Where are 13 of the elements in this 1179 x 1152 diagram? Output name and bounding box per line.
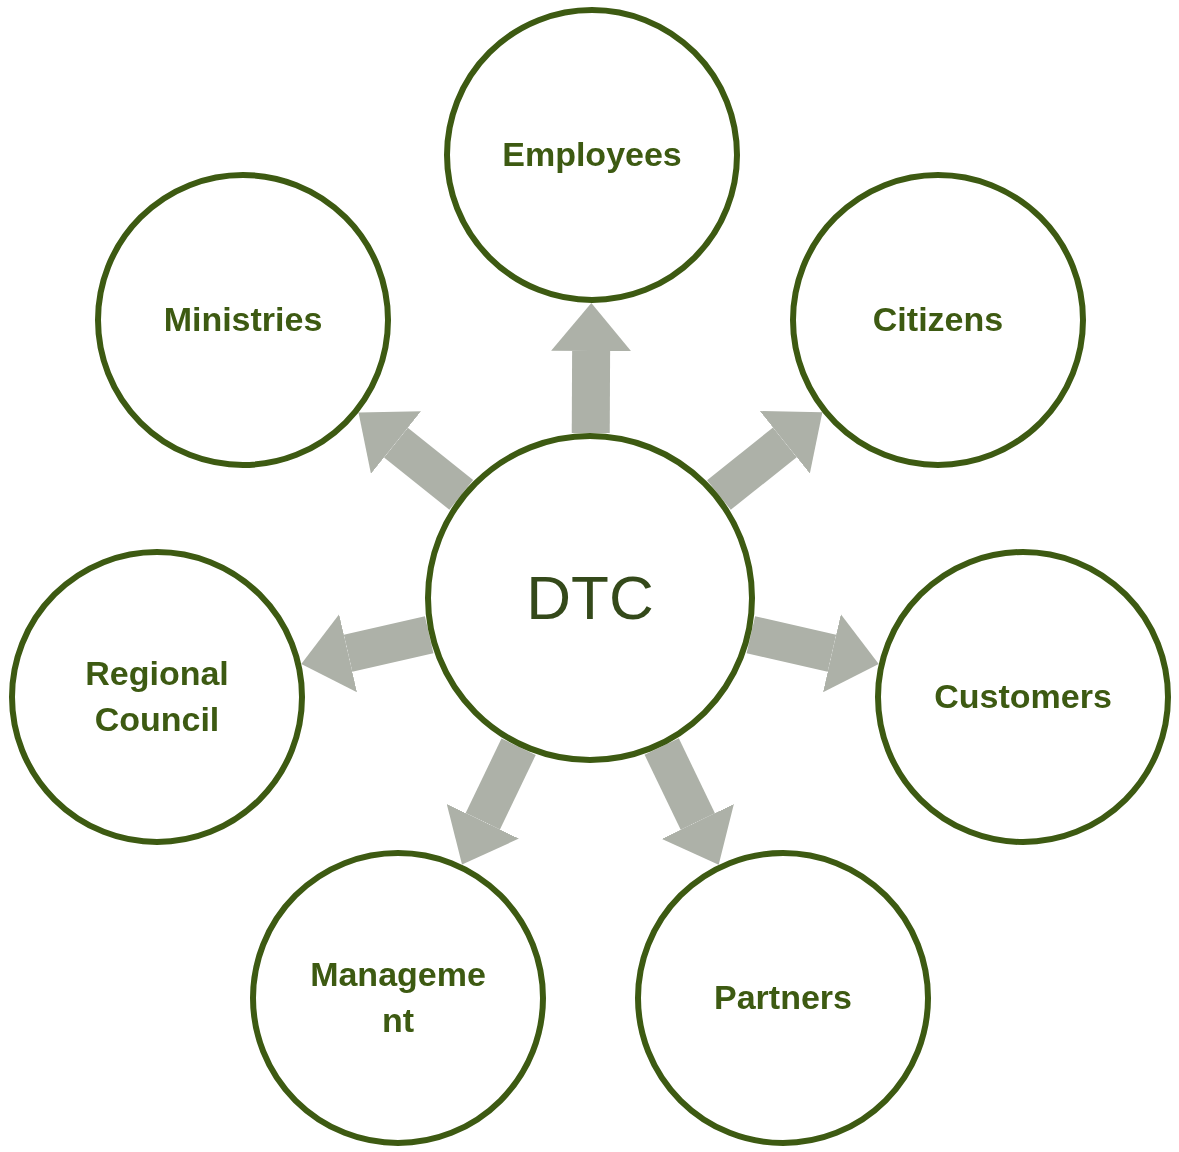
block-arrow: [707, 411, 823, 510]
block-arrow: [644, 738, 734, 865]
circle-label: Customers: [934, 676, 1112, 718]
circle-label: Citizens: [872, 299, 1004, 341]
circle-label: Employees: [502, 134, 682, 176]
circle-label: Management: [309, 954, 487, 1041]
circle-label: Ministries: [163, 299, 323, 341]
block-arrow: [551, 303, 632, 434]
block-arrow: [358, 411, 474, 510]
circle-label: Partners: [714, 977, 852, 1019]
block-arrow: [446, 738, 536, 865]
circle-label: Regional Council: [84, 653, 230, 740]
circle-label: DTC: [526, 562, 654, 635]
